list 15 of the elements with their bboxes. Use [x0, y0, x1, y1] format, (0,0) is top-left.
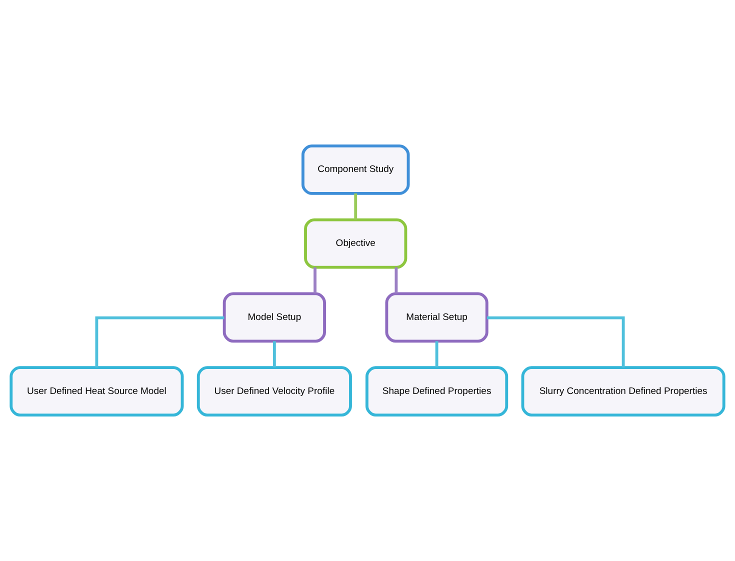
node-box: Objective	[304, 218, 408, 269]
connector	[394, 267, 398, 294]
node-box: User Defined Heat Source Model	[10, 366, 184, 417]
node-box: Shape Defined Properties	[365, 366, 508, 417]
connector	[272, 341, 276, 368]
node-box: User Defined Velocity Profile	[196, 366, 352, 417]
node-box: Slurry Concentration Defined Properties	[521, 366, 726, 417]
connector	[435, 341, 438, 368]
connector	[95, 316, 224, 368]
connector	[354, 193, 358, 220]
connector	[487, 316, 625, 368]
node-box: Material Setup	[385, 292, 488, 343]
node-box: Model Setup	[222, 292, 326, 343]
node-box: Component Study	[302, 144, 410, 195]
connector	[314, 267, 316, 294]
